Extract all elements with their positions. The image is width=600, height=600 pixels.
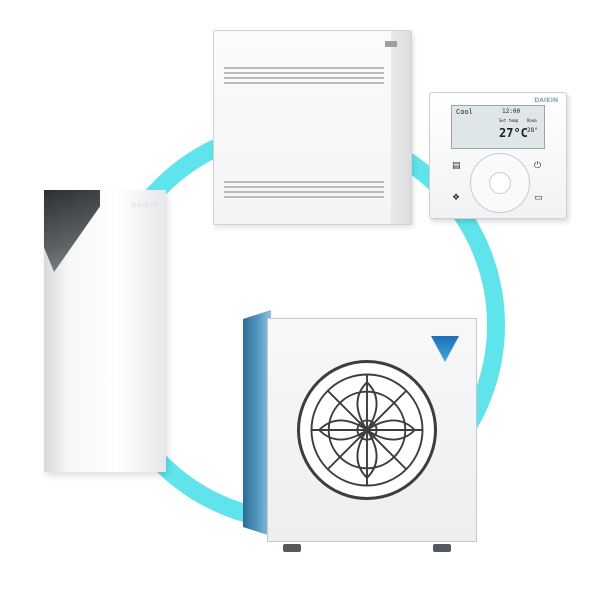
outdoor-foot-left: [283, 544, 301, 552]
outdoor-heat-pump-unit: [243, 310, 477, 552]
enter-button-icon: [489, 172, 511, 194]
upper-grille: [224, 67, 384, 87]
indoor-badge: [385, 41, 397, 47]
remote-brand-logo: DAIKIN: [534, 97, 558, 104]
remote-display: Cool 12:00 Set temp Room 27°C 28°: [451, 105, 545, 149]
tank-logo: DAIKIN: [131, 202, 158, 209]
outdoor-side-coil: [243, 310, 271, 536]
lower-grille: [224, 181, 384, 201]
remote-label-set: Set temp: [499, 118, 519, 123]
fan-icon: ▤: [452, 161, 461, 171]
remote-label-room: Room: [527, 118, 537, 123]
snowflake-icon: ❖: [452, 193, 461, 203]
indoor-floor-unit: [213, 30, 412, 225]
remote-mode: Cool: [456, 108, 473, 116]
fan-grille-icon: [297, 360, 437, 500]
dpad-icon: [470, 153, 530, 213]
remote-room-temp: 28°: [527, 127, 538, 134]
indoor-side-panel: [391, 31, 411, 224]
hot-water-tank: DAIKIN: [44, 190, 166, 472]
menu-icon: ▭: [534, 193, 543, 203]
remote-set-temp: 27°C: [499, 126, 528, 140]
remote-time: 12:00: [502, 108, 521, 115]
outdoor-foot-right: [433, 544, 451, 552]
power-icon: ⏻: [534, 161, 542, 171]
remote-controller: DAIKIN Cool 12:00 Set temp Room 27°C 28°…: [429, 92, 567, 219]
